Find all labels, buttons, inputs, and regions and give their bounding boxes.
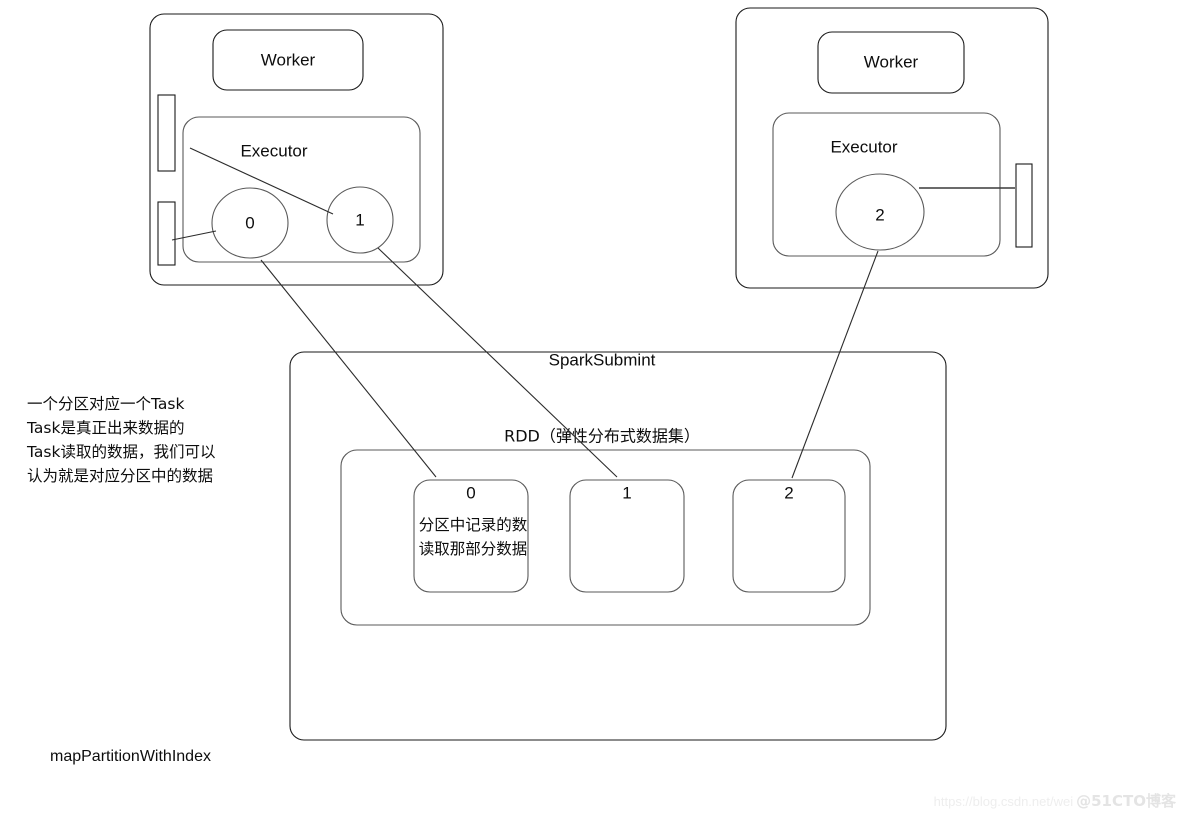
worker-left-label: Worker [261, 50, 316, 69]
connector-executor-to-task-1 [189, 147, 334, 215]
watermark: https://blog.csdn.net/wei @51CTO博客 [934, 790, 1176, 811]
worker-right-box[interactable] [817, 31, 965, 94]
task-2-label: 2 [875, 205, 884, 224]
worker-left-group: Worker Executor 0 1 [149, 13, 444, 286]
connector-task-0-to-partition-0 [260, 259, 437, 478]
partition-1-label: 1 [622, 483, 631, 502]
partition-0-box[interactable] [413, 479, 529, 593]
port-right[interactable] [1015, 163, 1033, 248]
connector-task-1-to-partition-1 [377, 247, 618, 478]
executor-left-label: Executor [240, 141, 307, 160]
task-explanation-note: 一个分区对应一个Task Task是真正出来数据的 Task读取的数据，我们可以… [27, 395, 216, 485]
partition-2-box[interactable] [732, 479, 846, 593]
partition-2-label: 2 [784, 483, 793, 502]
worker-left-box[interactable] [212, 29, 364, 91]
task-1-circle[interactable] [326, 186, 394, 254]
spark-submit-group: SparkSubmint RDD（弹性分布式数据集） 0 1 2 [289, 350, 947, 741]
task-1-label: 1 [355, 210, 364, 229]
connector-port-to-task-0 [171, 230, 217, 241]
task-partition-connectors [260, 247, 879, 479]
task-0-label: 0 [245, 213, 254, 232]
worker-right-label: Worker [864, 52, 919, 71]
connector-task-2-to-partition-2 [791, 250, 879, 479]
task-0-circle[interactable] [211, 187, 289, 259]
executor-right-label: Executor [830, 137, 897, 156]
watermark-brand: @51CTO博客 [1076, 792, 1176, 810]
spark-submit-label: SparkSubmint [549, 350, 656, 369]
map-partition-caption: mapPartitionWithIndex [50, 748, 211, 765]
task-2-circle[interactable] [835, 173, 925, 251]
port-left-top[interactable] [157, 94, 176, 172]
partition-0-note: 分区中记录的数 读取那部分数据 [418, 516, 528, 558]
partition-1-box[interactable] [569, 479, 685, 593]
port-left-bottom[interactable] [157, 201, 176, 266]
rdd-label: RDD（弹性分布式数据集） [504, 427, 700, 446]
worker-right-group: Worker Executor 2 [735, 7, 1049, 289]
watermark-url: https://blog.csdn.net/wei [933, 794, 1074, 809]
partition-0-label: 0 [466, 483, 475, 502]
